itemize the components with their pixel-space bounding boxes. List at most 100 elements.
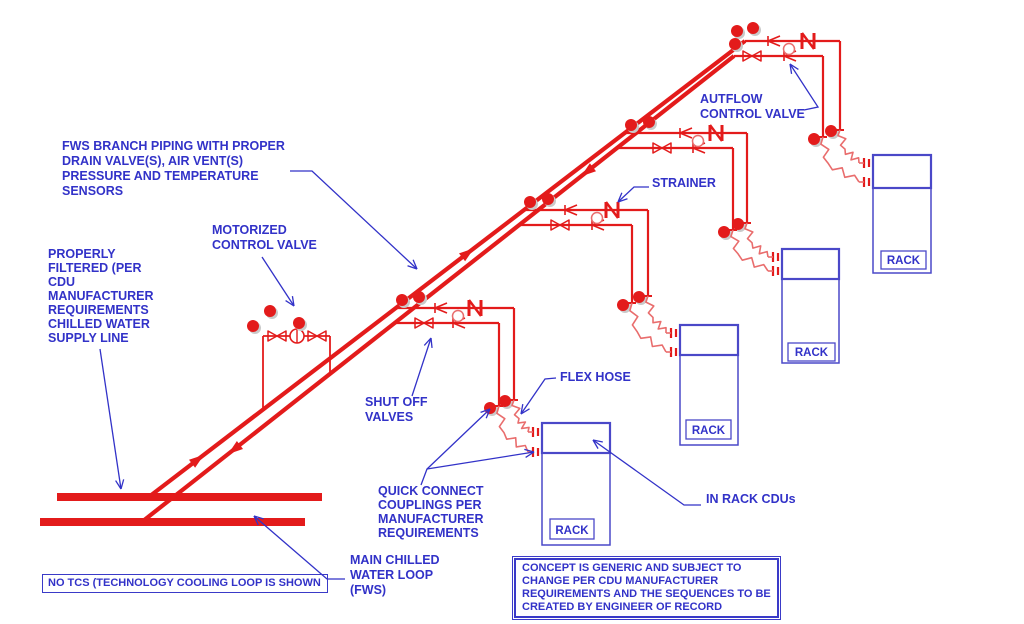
flow-arrow-down <box>581 163 596 177</box>
drain-valve <box>264 305 276 317</box>
branch-4-shutoff-valve <box>742 50 762 62</box>
label-motorized-control-valve: MOTORIZED CONTROL VALVE <box>212 223 317 252</box>
leader-quick-connect-a-head <box>480 408 491 413</box>
leader-in-rack-cdus-head <box>592 439 603 443</box>
branch-3-flex-hose <box>730 229 769 272</box>
rack-4 <box>872 154 932 274</box>
note-no-tcs: NO TCS (TECHNOLOGY COOLING LOOP IS SHOWN <box>42 574 328 593</box>
branch-1-shutoff-valve <box>414 317 434 329</box>
leader-strainer <box>617 186 649 203</box>
leader-quick-connect-b-head <box>525 451 535 459</box>
branch-3-shutoff-valve <box>652 142 672 154</box>
branch-4-autoflow-control-valve-actuator <box>782 42 796 56</box>
branch-4-drain-valve <box>808 133 820 145</box>
bypass-valve <box>307 330 327 342</box>
branch-4-flex-hose <box>820 136 860 183</box>
leader-main-loop-head <box>253 515 259 526</box>
branch-3-air-vent <box>643 116 655 128</box>
leader-motorized-valve <box>261 256 295 307</box>
branch-2-strainer <box>605 201 619 219</box>
drain-valve <box>247 320 259 332</box>
rack-4-label-box <box>880 250 927 270</box>
label-flex-hose: FLEX HOSE <box>560 370 631 384</box>
leader-shut-off-valves-head <box>430 337 433 349</box>
rack-3-cdu <box>780 247 841 281</box>
branch-2-drain-valve <box>633 291 645 303</box>
bypass-valve <box>267 330 287 342</box>
rack-2-label: RACK <box>692 425 726 437</box>
branch-3-drain-valve <box>732 218 744 230</box>
branch-1-air-vent <box>396 294 408 306</box>
supply-riser-pipe <box>148 39 747 498</box>
leader-properly-filtered <box>99 348 122 490</box>
rack-3-label: RACK <box>795 347 829 359</box>
leader-autflow-valve <box>789 63 820 111</box>
leader-properly-filtered-head <box>120 479 125 490</box>
leader-in-rack-cdus-head <box>592 439 599 449</box>
branch-1-air-vent <box>413 291 425 303</box>
branch-1-autoflow-control-valve-actuator <box>451 309 465 323</box>
label-properly-filtered: PROPERLY FILTERED (PER CDU MANUFACTURER … <box>48 247 154 345</box>
leader-quick-connect-b <box>426 451 535 470</box>
branch-1-drain-valve <box>499 395 511 407</box>
branch-3-autoflow-control-valve-actuator <box>691 134 705 148</box>
label-strainer: STRAINER <box>652 176 716 190</box>
rack-4-cdu <box>871 153 933 190</box>
leader-properly-filtered-head <box>115 480 122 490</box>
rack-3 <box>781 248 840 364</box>
branch-4-air-vent <box>731 25 743 37</box>
flow-arrow-up <box>459 248 474 262</box>
rack-1-label: RACK <box>555 525 589 537</box>
leader-strainer-head <box>617 192 623 203</box>
leader-flex-hose <box>520 377 557 415</box>
label-main-chilled-water-loop: MAIN CHILLED WATER LOOP (FWS) <box>350 553 440 597</box>
branch-4-strainer <box>801 32 815 50</box>
branch-2-shutoff-valve <box>550 219 570 231</box>
flow-arrow-up <box>189 454 204 468</box>
leader-main-loop-head <box>253 515 264 520</box>
label-shut-off-valves: SHUT OFF VALVES <box>365 395 428 424</box>
branch-1-strainer <box>468 299 482 317</box>
rack-1-cdu <box>540 421 612 455</box>
branch-4-air-vent <box>747 22 759 34</box>
leader-fws-branch <box>290 170 418 270</box>
leader-shut-off-valves-head <box>423 337 432 346</box>
branch-4-drain-valve <box>825 125 837 137</box>
branch-2-drain-valve <box>617 299 629 311</box>
branch-2-flex-hose <box>645 295 667 333</box>
branch-4-flex-hose <box>837 129 860 164</box>
branch-3-strainer <box>709 124 723 142</box>
leader-motorized-valve-head <box>285 300 295 307</box>
leader-quick-connect-a <box>420 408 491 486</box>
leader-autflow-valve-head <box>789 63 793 74</box>
leader-in-rack-cdus <box>592 439 701 506</box>
label-fws-branch-piping: FWS BRANCH PIPING WITH PROPER DRAIN VALV… <box>62 139 285 198</box>
label-autflow-control-valve: AUTFLOW CONTROL VALVE <box>700 92 805 121</box>
branch-2-air-vent <box>524 196 536 208</box>
label-in-rack-cdus: IN RACK CDUs <box>706 492 796 506</box>
rack-4-label: RACK <box>887 255 921 267</box>
note-concept-generic: CONCEPT IS GENERIC AND SUBJECT TO CHANGE… <box>512 556 781 620</box>
flow-arrow-down <box>228 441 243 455</box>
label-quick-connect: QUICK CONNECT COUPLINGS PER MANUFACTURER… <box>378 484 484 540</box>
branch-3-flex-hose <box>744 222 769 258</box>
leader-autflow-valve-head <box>789 63 799 70</box>
rack-2-label-box <box>685 419 732 440</box>
branch-1-flex-hose <box>496 405 529 453</box>
leader-fws-branch-head <box>407 265 418 270</box>
rack-3-label-box <box>787 342 836 362</box>
branch-2-autoflow-control-valve-actuator <box>590 211 604 225</box>
branch-2-flex-hose <box>629 302 667 353</box>
branch-2-air-vent <box>542 193 554 205</box>
rack-1-label-box <box>549 518 595 540</box>
drain-valve <box>293 317 305 329</box>
leader-quick-connect-a-head <box>485 408 491 419</box>
leader-shut-off-valves <box>411 337 432 397</box>
branch-3-air-vent <box>625 119 637 131</box>
leader-motorized-valve-head <box>291 296 295 307</box>
branch-3-drain-valve <box>718 226 730 238</box>
leader-fws-branch-head <box>412 259 418 270</box>
branch-1-flex-hose <box>511 399 530 433</box>
